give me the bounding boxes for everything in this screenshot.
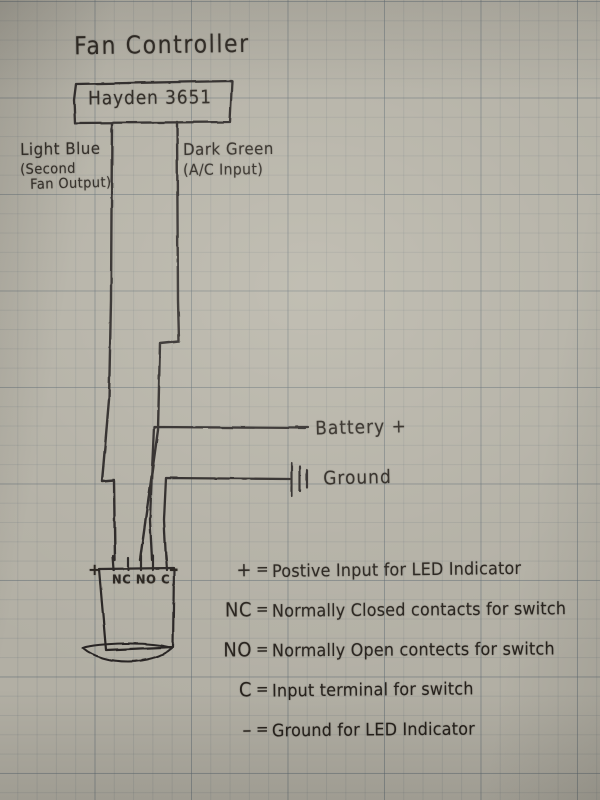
legend-equals: = xyxy=(255,639,269,659)
legend: + = Postive Input for LED Indicator NC =… xyxy=(218,557,590,760)
legend-equals: = xyxy=(255,559,269,579)
legend-row: NC = Normally Closed contacts for switch xyxy=(218,597,590,640)
legend-row: + = Postive Input for LED Indicator xyxy=(218,557,590,600)
legend-symbol: C xyxy=(238,678,253,702)
legend-text: Postive Input for LED Indicator xyxy=(271,557,522,582)
switch-terminal-row-label: NC NO C xyxy=(112,572,171,587)
wire-battery-positive xyxy=(148,425,307,562)
legend-row: C = Input terminal for switch xyxy=(218,678,590,720)
connection-label-battery-positive: Battery + xyxy=(315,415,408,440)
switch-base xyxy=(82,642,173,663)
wire-light-blue xyxy=(100,121,117,562)
legend-row: NO = Normally Open contects for switch xyxy=(218,638,590,680)
legend-symbol: NO xyxy=(223,639,253,662)
legend-text: Normally Closed contacts for switch xyxy=(271,597,567,622)
switch-body xyxy=(97,566,176,652)
legend-symbol: NC xyxy=(224,599,253,622)
page-title: Fan Controller xyxy=(74,30,251,61)
legend-text: Normally Open contects for switch xyxy=(271,638,555,661)
connection-label-ground: Ground xyxy=(323,466,392,490)
legend-row: – = Ground for LED Indicator xyxy=(218,718,590,760)
legend-equals: = xyxy=(255,599,269,619)
wire-label-dark-green-sub1: (A/C Input) xyxy=(182,161,264,180)
legend-text: Input terminal for switch xyxy=(271,678,474,701)
controller-module-box xyxy=(72,79,234,125)
wire-label-light-blue: Light Blue xyxy=(19,138,101,160)
legend-text: Ground for LED Indicator xyxy=(271,718,476,741)
legend-equals: = xyxy=(255,679,269,699)
wire-label-dark-green: Dark Green xyxy=(182,138,274,160)
switch-terminal-minus-label: – xyxy=(169,558,179,580)
wire-ground xyxy=(162,476,292,562)
legend-equals: = xyxy=(255,719,269,739)
legend-symbol: – xyxy=(242,719,253,742)
switch-terminal-plus-label: + xyxy=(88,560,102,579)
ground-symbol-icon xyxy=(290,461,309,498)
module-label: Hayden 3651 xyxy=(88,86,213,110)
wire-label-light-blue-sub2: Fan Output) xyxy=(30,174,112,194)
wire-dark-green xyxy=(138,120,181,562)
legend-symbol: + xyxy=(236,558,253,582)
